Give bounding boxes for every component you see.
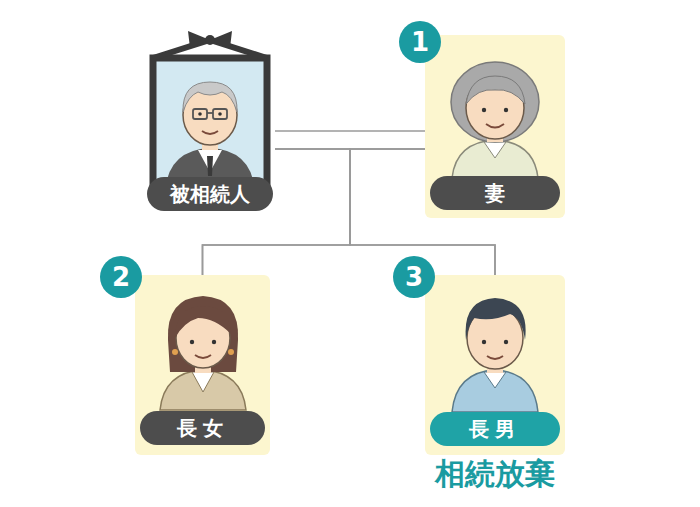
son-card [425, 275, 565, 455]
status-note: 相続放棄 [435, 457, 555, 491]
name-pill: 長女 [140, 411, 265, 445]
callout-number: 2 [100, 256, 142, 298]
daughter-figure [160, 296, 246, 410]
daughter-card [135, 275, 270, 455]
name-pill: 長男 [430, 412, 560, 446]
son-node: 長男相続放棄 [425, 275, 565, 455]
son-figure [452, 298, 538, 412]
marriage-line [275, 131, 425, 149]
callout-number: 3 [393, 256, 435, 298]
wife-card [425, 35, 565, 218]
daughter-node: 長女 [135, 275, 270, 455]
wife-node: 妻 [425, 35, 565, 218]
callout-number: 1 [399, 21, 441, 63]
deceased-node: 被相続人 [145, 40, 275, 215]
name-pill: 妻 [430, 176, 560, 210]
name-pill: 被相続人 [147, 177, 273, 211]
memorial-portrait [153, 31, 267, 193]
wife-figure [451, 62, 539, 178]
